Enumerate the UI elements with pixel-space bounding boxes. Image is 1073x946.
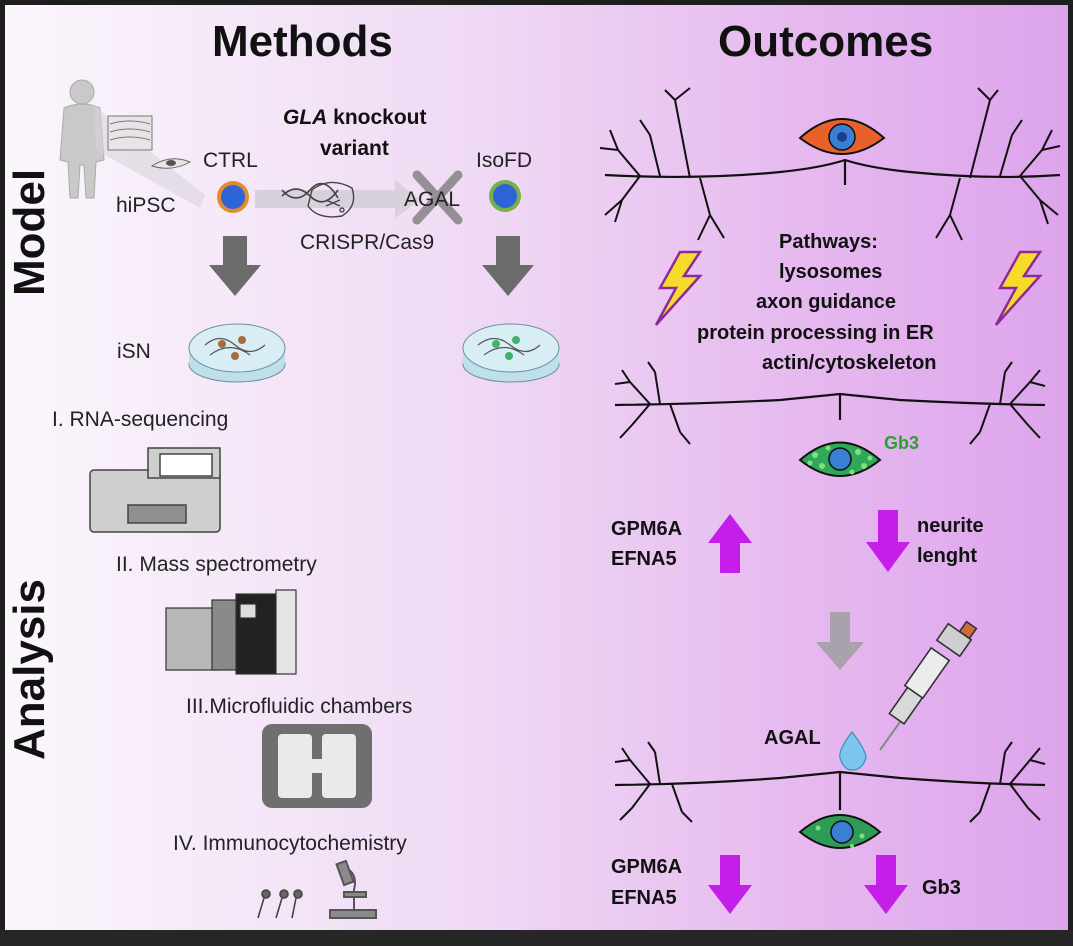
- analysis-step-mass-spec: II. Mass spectrometry: [116, 553, 317, 576]
- isofd-hipsc-cell: [489, 180, 521, 212]
- analysis-side-label: Analysis: [5, 579, 54, 760]
- skin-sample-icon: [107, 115, 153, 151]
- neuron-green-treated: [614, 741, 1046, 849]
- pathway-axon-guidance: axon guidance: [756, 291, 897, 313]
- up-arrow-genes: [708, 514, 752, 573]
- outcomes-title: Outcomes: [718, 17, 934, 66]
- down-arrow-gb3-bottom: [864, 855, 908, 914]
- pathway-lysosomes: lysosomes: [779, 261, 883, 283]
- lightning-right-icon: [994, 250, 1043, 326]
- neuron-orange: [599, 87, 1061, 241]
- gla-knockout-label: GLA knockout: [283, 107, 427, 128]
- knockout-label: knockout: [327, 106, 427, 129]
- agal-treatment-label: AGAL: [764, 727, 821, 749]
- gene-efna5: EFNA5: [611, 548, 677, 570]
- ctrl-hipsc-cell: [217, 181, 249, 213]
- microfluidic-chamber-icon: [262, 724, 372, 808]
- down-arrow-genes-bottom: [708, 855, 752, 914]
- gb3-bottom-label: Gb3: [922, 877, 961, 899]
- hipsc-label: hiPSC: [116, 194, 176, 217]
- down-arrow-neurite: [866, 510, 910, 572]
- pipette-icon: [879, 620, 978, 751]
- crispr-transfer-arrow: [255, 180, 420, 218]
- antibody-icon: [257, 889, 303, 919]
- microscope-icon: [329, 859, 377, 919]
- gene-efna5-bottom: EFNA5: [611, 887, 677, 909]
- ctrl-label: CTRL: [203, 149, 258, 172]
- variant-label: variant: [320, 137, 389, 160]
- gb3-label: Gb3: [884, 433, 920, 453]
- mass-spectrometer-icon: [165, 589, 297, 675]
- analysis-step-rna: I. RNA-sequencing: [52, 408, 229, 431]
- scissors-icon: [307, 181, 355, 218]
- ctrl-petri-dish: [188, 323, 286, 383]
- methods-title: Methods: [212, 17, 393, 66]
- pathways-heading: Pathways:: [779, 231, 878, 253]
- analysis-step-immuno: IV. Immunocytochemistry: [173, 832, 407, 855]
- gene-gpm6a: GPM6A: [611, 518, 683, 540]
- isn-label: iSN: [117, 340, 151, 363]
- analysis-step-microfluidic: III.Microfluidic chambers: [186, 695, 413, 718]
- ctrl-down-arrow: [209, 236, 261, 296]
- isofd-petri-dish: [462, 323, 560, 383]
- isofd-down-arrow: [482, 236, 534, 296]
- pathway-protein-processing: protein processing in ER: [697, 322, 934, 344]
- model-side-label: Model: [5, 168, 54, 296]
- neurite-label: neurite: [917, 515, 984, 537]
- fibroblast-cell-icon: [150, 158, 192, 169]
- length-label: lenght: [917, 545, 977, 567]
- neuron-green-gb3: [614, 361, 1046, 477]
- knockout-cross-icon: [412, 170, 463, 225]
- pathway-actin: actin/cytoskeleton: [762, 352, 937, 374]
- isofd-label: IsoFD: [476, 149, 533, 172]
- lightning-left-icon: [654, 250, 703, 326]
- agal-knockout-label: AGAL: [404, 188, 461, 211]
- sequencer-icon: [89, 447, 221, 533]
- gene-gpm6a-bottom: GPM6A: [611, 856, 683, 878]
- treatment-down-arrow: [816, 612, 864, 670]
- bottom-bar: [0, 930, 1073, 946]
- crispr-label: CRISPR/Cas9: [300, 231, 435, 254]
- gla-gene-label: GLA: [283, 106, 328, 129]
- human-silhouette-icon: [59, 79, 105, 199]
- agal-droplet-icon: [839, 731, 867, 771]
